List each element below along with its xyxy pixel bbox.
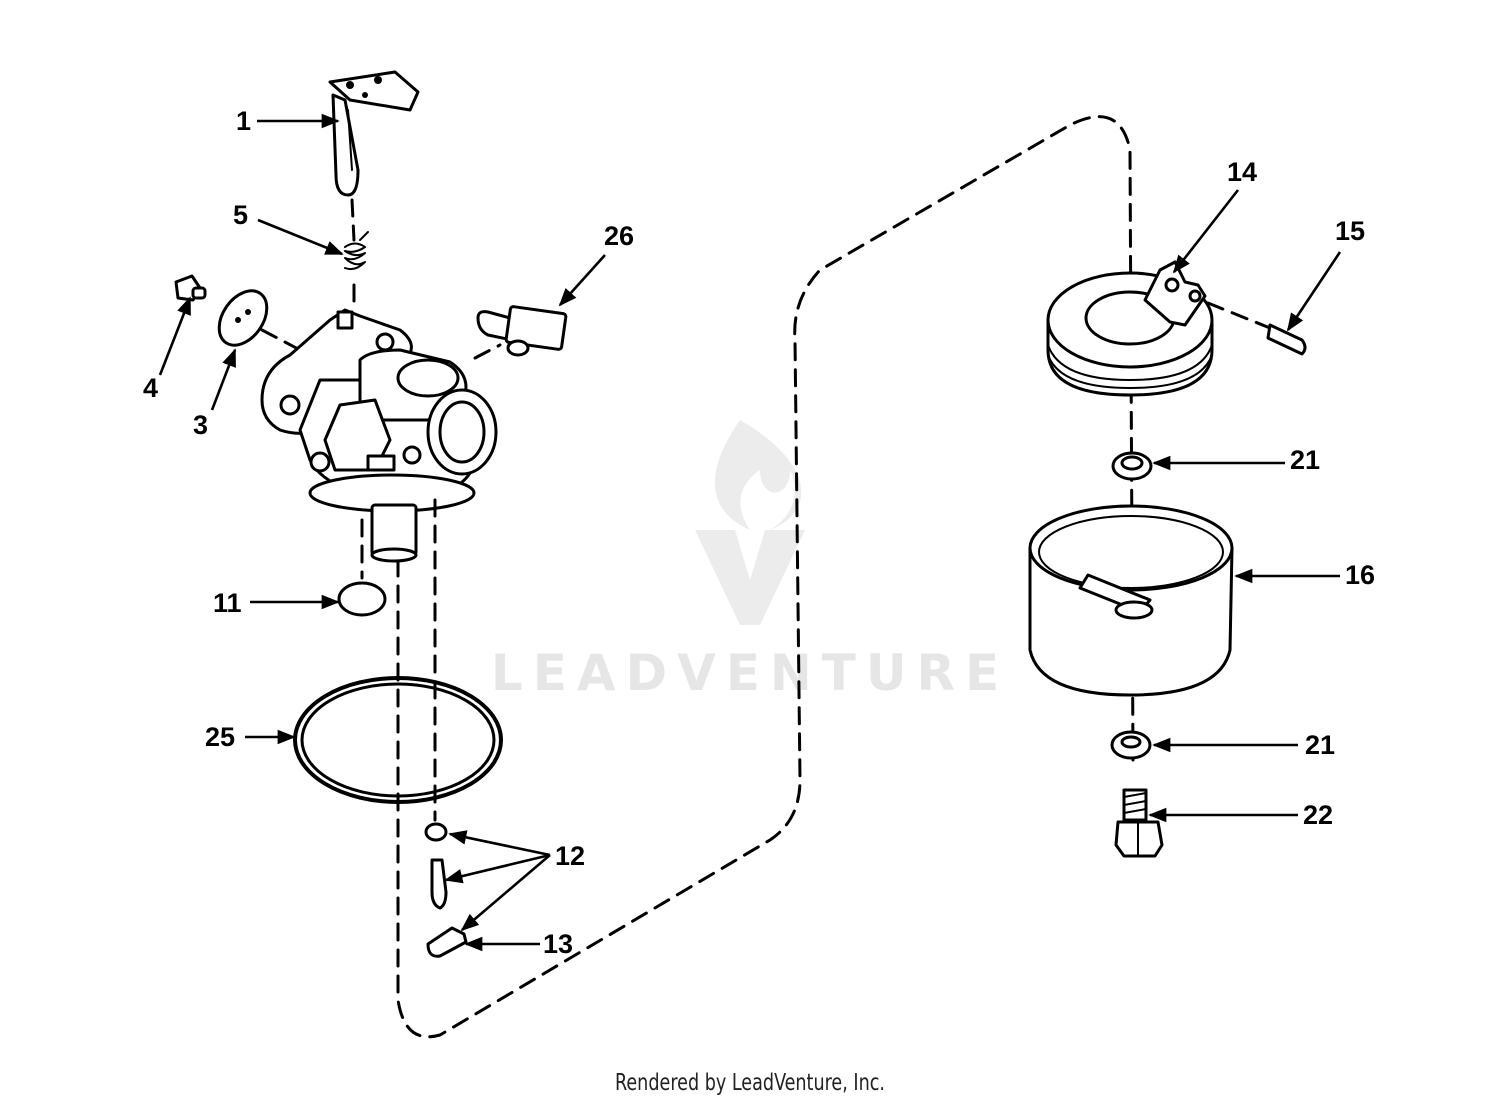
leadventure-logo-icon: [695, 420, 805, 625]
part-22-bowl-nut: [1114, 788, 1164, 858]
callout-21-lower: 21: [1305, 730, 1335, 760]
part-16-float-bowl: [1028, 504, 1234, 697]
part-26-fuel-fitting: [476, 305, 568, 357]
callout-25: 25: [205, 722, 235, 752]
dash-26-body: [473, 343, 502, 360]
part-12-needle-set: [424, 822, 448, 910]
part-1-throttle-shaft: [328, 70, 420, 197]
callout-5: 5: [233, 200, 248, 230]
footer-credit: Rendered by LeadVenture, Inc.: [615, 1070, 885, 1096]
callout-26: 26: [604, 221, 634, 251]
connection-path: [396, 115, 1135, 1039]
part-21-washer-upper: [1111, 451, 1153, 481]
callout-12: 12: [555, 841, 585, 871]
part-13-clip: [426, 926, 468, 958]
part-14-float: [1046, 260, 1214, 397]
part-21-washer-lower: [1110, 730, 1152, 760]
callout-16: 16: [1345, 560, 1375, 590]
watermark: LEADVENTURE: [491, 420, 1009, 702]
dash-14-15: [1206, 301, 1272, 330]
callout-13: 13: [543, 929, 573, 959]
leader-lines: [158, 113, 1342, 952]
part-15-pin: [1266, 323, 1307, 356]
callout-4: 4: [143, 373, 158, 403]
part-5-spring: [344, 231, 369, 271]
callout-11: 11: [213, 588, 242, 618]
callouts: 1 5 4 3 26 11 25 12 13 14 15 21 16 21 22: [143, 106, 1375, 959]
callout-22: 22: [1303, 800, 1333, 830]
callout-21-upper: 21: [1290, 445, 1320, 475]
watermark-text: LEADVENTURE: [491, 644, 1009, 702]
part-4-screw: [174, 274, 207, 302]
dash-1-5: [350, 198, 356, 242]
dash-3-body: [260, 328, 302, 352]
part-11-seal: [337, 581, 387, 617]
callout-15: 15: [1335, 216, 1365, 246]
part-3-throttle-plate: [217, 289, 269, 347]
callout-1: 1: [236, 106, 251, 136]
carburetor-body: [260, 308, 498, 563]
callout-3: 3: [193, 410, 208, 440]
callout-14: 14: [1227, 157, 1257, 187]
